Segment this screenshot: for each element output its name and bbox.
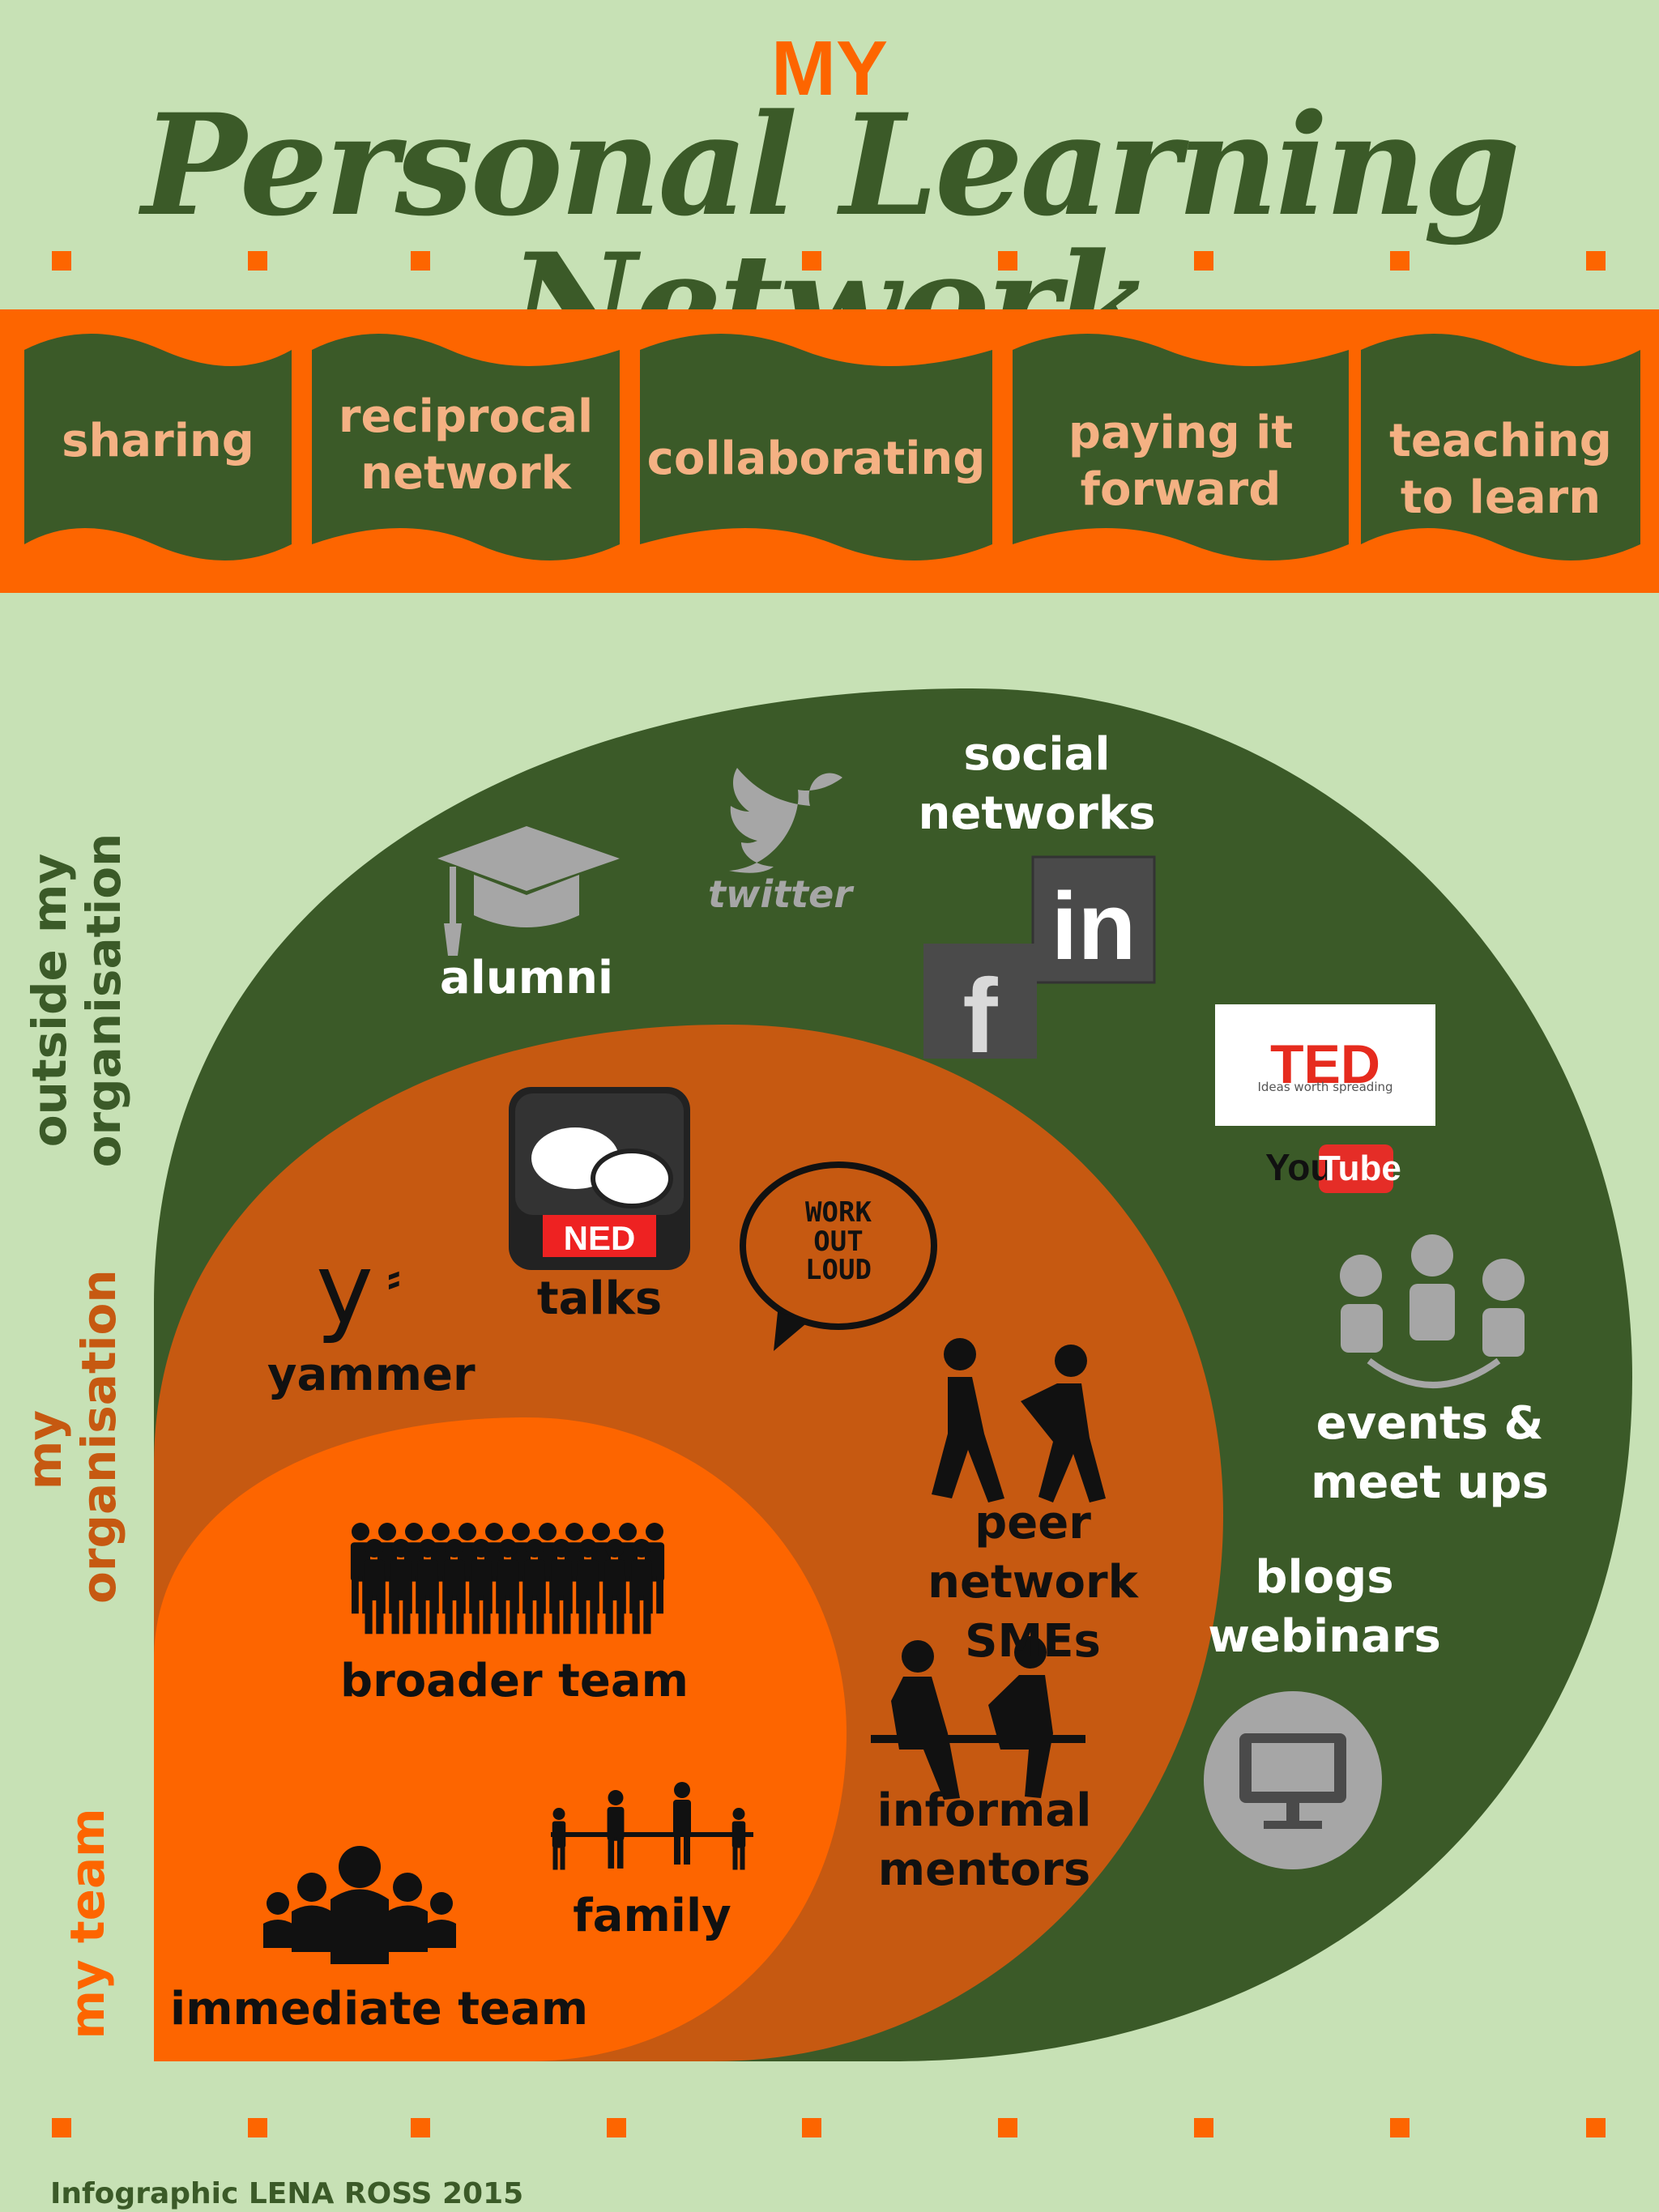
banner-flag-paying: paying it forward [1013, 309, 1349, 593]
immediate-team-label: immediate team [170, 1983, 589, 2035]
my-team-region [154, 1417, 847, 2061]
social-networks-label: social networks [918, 728, 1156, 840]
work-out-loud-label: WORK OUT LOUD [805, 1196, 872, 1287]
immediate-team-icon [263, 1846, 456, 1964]
linkedin-icon [1031, 855, 1156, 984]
banner-label: collaborating [646, 433, 986, 485]
meetup-people-icon [1340, 1234, 1525, 1388]
yammer-ray-icon: ⸗ [387, 1254, 401, 1301]
family-label: family [573, 1890, 731, 1942]
my-team-side-label: my team [60, 1808, 115, 2039]
banner-flag-collaborating: collaborating [640, 309, 992, 593]
values-banner: sharing reciprocal network collaborating… [0, 309, 1659, 593]
blogs-label: blogs webinars [1208, 1551, 1441, 1663]
yammer-label: yammer [267, 1349, 476, 1401]
monitor-icon [1204, 1691, 1382, 1869]
title-my: MY [771, 25, 888, 112]
banner-flag-teaching: teaching to learn [1361, 309, 1640, 593]
broader-team-crowd-icon [350, 1523, 665, 1634]
page-title: Personal Learning Network [141, 83, 1520, 386]
facebook-icon [923, 944, 1037, 1059]
talks-label: talks [536, 1272, 663, 1325]
yammer-icon: y [316, 1234, 374, 1346]
banner-label: teaching to learn [1389, 415, 1612, 524]
peer-network-label: peer network SMEs [928, 1497, 1138, 1668]
twitter-wordmark: twitter [707, 872, 853, 916]
banner-flags [24, 334, 1640, 560]
credit: Infographic LENA ROSS 2015 [50, 2177, 524, 2210]
dot-row-bottom [0, 2118, 1659, 2137]
linkedin-label: in [1051, 873, 1137, 980]
family-icon [551, 1782, 753, 1870]
youtube-logo [1319, 1144, 1393, 1193]
banner-label: paying it forward [1068, 407, 1294, 516]
youtube-you-label: You [1265, 1146, 1333, 1188]
work-out-loud-icon [740, 1161, 937, 1351]
mentors-people-icon [871, 1636, 1085, 1800]
peer-network-people-icon [932, 1338, 1106, 1502]
facebook-label: f [962, 957, 998, 1075]
ted-logo [1215, 1004, 1435, 1126]
banner-label: sharing [62, 415, 254, 467]
alumni-label: alumni [439, 952, 614, 1004]
informal-mentors-label: informal mentors [876, 1784, 1092, 1896]
banner-flag-reciprocal: reciprocal network [312, 309, 620, 593]
dot-row-top [0, 251, 1659, 271]
ted-label: TED [1270, 1034, 1380, 1095]
banner-flag-sharing: sharing [24, 309, 292, 593]
outside-org-side-label: outside my organisation [22, 833, 131, 1168]
broader-team-label: broader team [340, 1655, 689, 1707]
my-org-side-label: my organisation [17, 1269, 126, 1604]
graduation-cap-icon [437, 826, 620, 956]
ned-badge-label: NED [563, 1219, 636, 1257]
ned-talks-app-icon [509, 1087, 690, 1270]
events-label: events & meet ups [1311, 1397, 1549, 1509]
banner-label: reciprocal network [338, 390, 594, 500]
ted-tagline: Ideas worth spreading [1257, 1080, 1393, 1094]
twitter-bird-icon [729, 768, 842, 873]
youtube-tube-label: Tube [1319, 1149, 1401, 1188]
